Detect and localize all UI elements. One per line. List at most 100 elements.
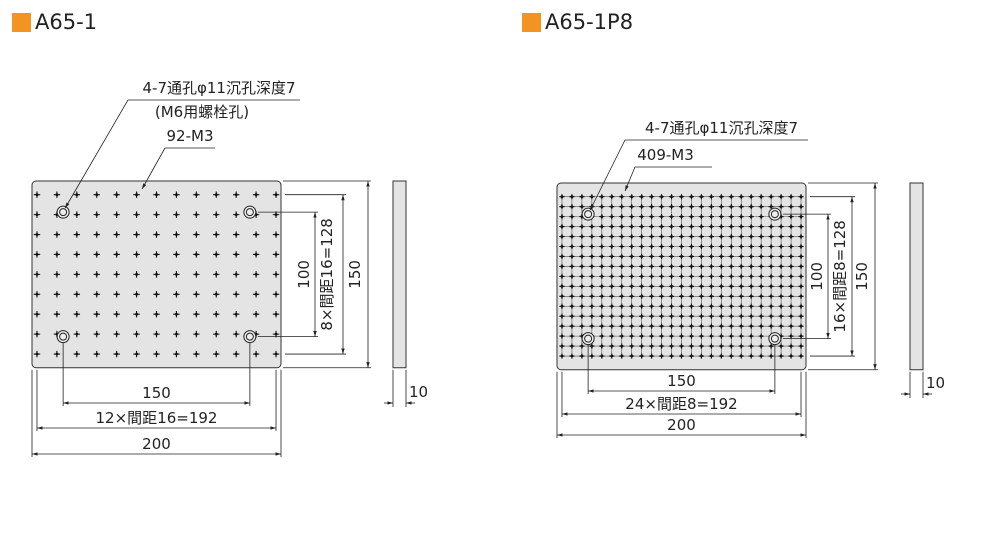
dimension-label-100: 100 — [295, 260, 313, 289]
m3-hole-dot — [779, 284, 783, 288]
m3-hole-dot — [769, 344, 773, 348]
m3-hole-dot — [234, 233, 238, 236]
m3-hole-dot — [680, 334, 683, 338]
orange-square-icon — [12, 12, 31, 32]
m3-hole-dot — [739, 195, 743, 199]
m3-hole-dot — [560, 324, 564, 328]
m3-hole-dot — [194, 292, 198, 296]
m3-hole-dot — [759, 235, 763, 238]
m3-hole-dot — [719, 245, 723, 248]
m3-hole-dot — [560, 225, 564, 228]
m3-hole-dot — [739, 334, 743, 338]
m3-hole-dot — [719, 215, 723, 219]
m3-hole-dot — [234, 332, 238, 336]
leader-line-tapped — [624, 166, 636, 192]
m3-hole-dot — [650, 334, 654, 338]
m3-hole-dot — [789, 265, 793, 268]
m3-hole-dot — [640, 265, 644, 268]
m3-hole-dot — [580, 314, 584, 318]
m3-hole-dot — [234, 193, 238, 197]
m3-hole-dot — [690, 265, 693, 268]
m3-hole-dot — [729, 304, 733, 308]
m3-hole-dot — [680, 284, 683, 288]
m3-hole-dot — [769, 324, 773, 328]
m3-hole-dot — [75, 253, 79, 256]
m3-hole-dot — [739, 284, 743, 288]
m3-hole-dot — [570, 294, 574, 298]
m3-hole-dot — [690, 294, 693, 298]
m3-hole-dot — [719, 265, 723, 268]
m3-hole-dot — [680, 344, 683, 348]
m3-hole-dot — [650, 314, 654, 318]
m3-hole-dot — [600, 265, 604, 268]
m3-hole-dot — [739, 324, 743, 328]
m3-hole-dot — [779, 304, 783, 308]
m3-hole-dot — [155, 213, 158, 217]
m3-hole-dot — [75, 352, 79, 356]
m3-hole-dot — [254, 292, 258, 296]
m3-hole-dot — [610, 205, 614, 209]
m3-hole-dot — [600, 354, 604, 358]
m3-hole-dot — [274, 193, 278, 197]
m3-hole-dot — [729, 235, 733, 238]
m3-hole-dot — [680, 304, 683, 308]
m3-hole-dot — [590, 255, 594, 258]
m3-hole-dot — [729, 284, 733, 288]
m3-hole-dot — [35, 312, 39, 316]
dimension-label-128: 16×間距8=128 — [831, 220, 849, 332]
m3-hole-dot — [620, 354, 624, 358]
m3-hole-dot — [739, 294, 743, 298]
m3-hole-dot — [700, 334, 703, 338]
m3-hole-dot — [799, 245, 803, 248]
m3-hole-dot — [75, 312, 79, 316]
m3-hole-dot — [55, 312, 59, 316]
m3-hole-dot — [739, 235, 743, 238]
m3-hole-dot — [789, 235, 793, 238]
m3-hole-dot — [739, 225, 743, 228]
m3-hole-dot — [570, 334, 574, 338]
m3-hole-dot — [769, 294, 773, 298]
m3-hole-dot — [670, 344, 673, 348]
m3-hole-dot — [779, 265, 783, 268]
m3-hole-dot — [580, 255, 584, 258]
m3-hole-dot — [709, 354, 713, 358]
m3-hole-dot — [95, 292, 99, 296]
m3-hole-dot — [670, 265, 673, 268]
m3-hole-dot — [749, 265, 753, 268]
m3-hole-dot — [214, 193, 218, 197]
m3-hole-dot — [779, 274, 783, 278]
through-hole — [770, 334, 779, 343]
m3-hole-dot — [630, 274, 634, 278]
m3-hole-dot — [630, 245, 634, 248]
m3-hole-dot — [640, 205, 644, 209]
m3-hole-dot — [560, 255, 564, 258]
m3-hole-dot — [799, 284, 803, 288]
m3-hole-dot — [580, 265, 584, 268]
m3-hole-dot — [175, 332, 178, 336]
m3-hole-dot — [254, 193, 258, 197]
m3-hole-dot — [35, 272, 39, 276]
m3-hole-dot — [570, 324, 574, 328]
plate-1 — [556, 182, 807, 371]
m3-hole-dot — [719, 225, 723, 228]
m3-hole-dot — [670, 284, 673, 288]
m3-hole-dot — [570, 354, 574, 358]
m3-hole-dot — [660, 215, 663, 219]
m3-hole-dot — [214, 352, 218, 356]
m3-hole-dot — [75, 213, 79, 217]
m3-hole-dot — [709, 274, 713, 278]
m3-hole-dot — [115, 233, 119, 236]
counterbore-hole — [56, 205, 70, 219]
m3-hole-dot — [670, 324, 673, 328]
m3-hole-dot — [55, 233, 59, 236]
dimension-label-128: 8×間距16=128 — [318, 218, 336, 330]
m3-hole-dot — [799, 334, 803, 338]
m3-hole-dot — [214, 213, 218, 217]
m3-hole-dot — [789, 294, 793, 298]
m3-hole-dot — [749, 334, 753, 338]
m3-hole-dot — [769, 304, 773, 308]
m3-hole-dot — [729, 274, 733, 278]
m3-hole-dot — [789, 324, 793, 328]
m3-hole-dot — [660, 195, 663, 199]
m3-hole-dot — [719, 284, 723, 288]
